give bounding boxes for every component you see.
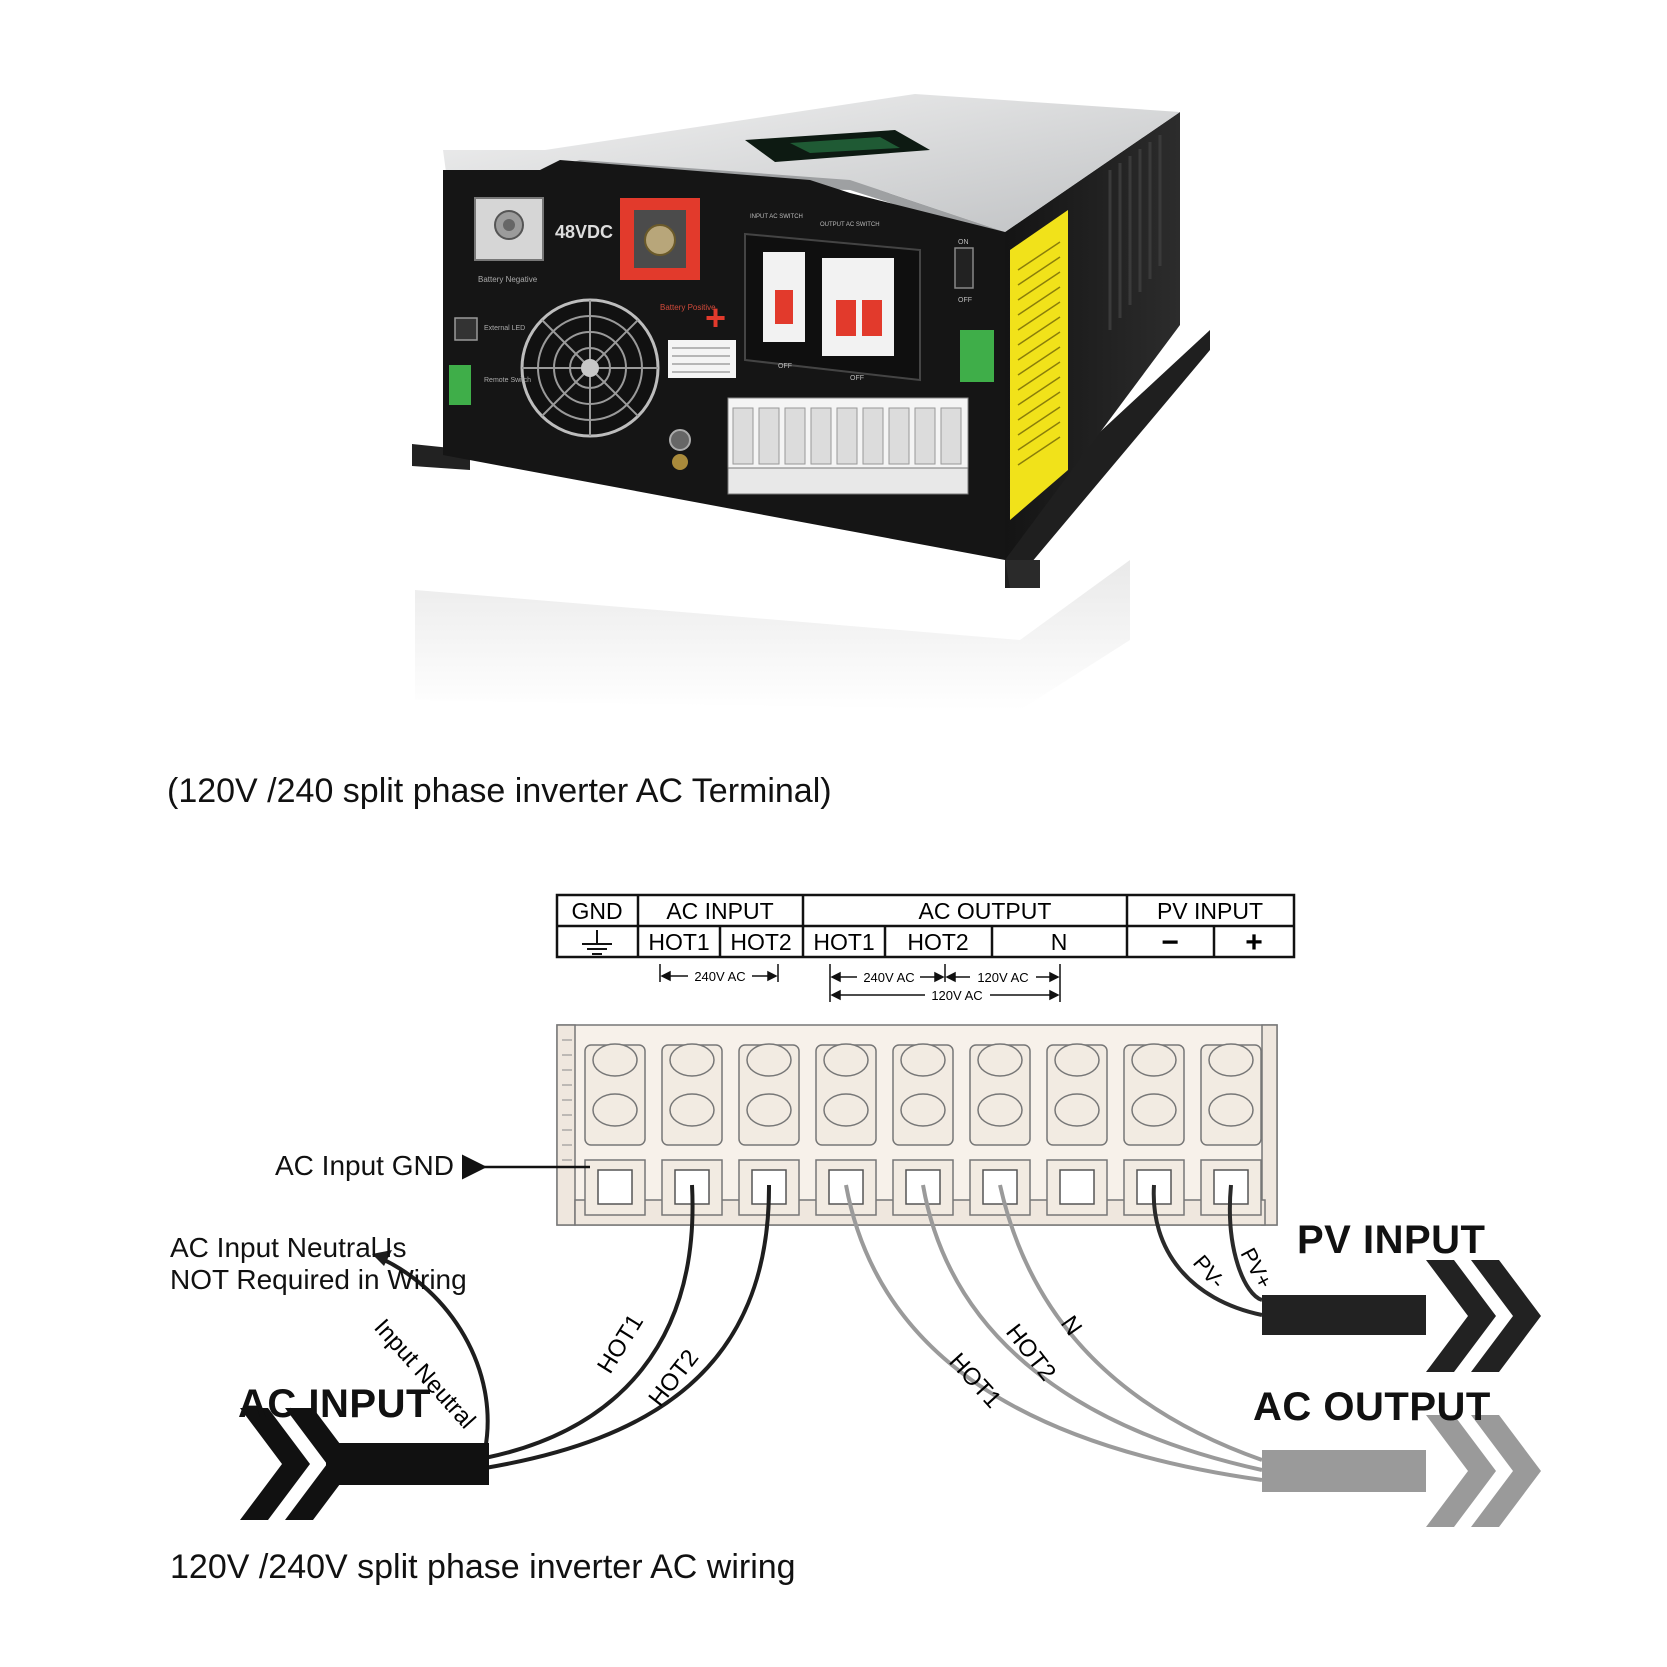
battery-positive-label: Battery Positive	[660, 303, 716, 312]
input-span-label: 240V AC	[694, 969, 745, 984]
bottom-flange	[1005, 560, 1040, 588]
ac-output-hot2-cell: HOT2	[907, 929, 968, 955]
terminal-table: GND AC INPUT AC OUTPUT PV INPUT HOT1 HOT…	[555, 893, 1296, 1003]
warning-label-text	[1017, 241, 1061, 466]
ground-screw	[669, 429, 691, 451]
cooling-fan	[520, 298, 660, 438]
power-off-label: OFF	[958, 297, 972, 304]
wiring-caption: 120V /240V split phase inverter AC wirin…	[170, 1548, 796, 1586]
wire-out-hot1-label: HOT1	[944, 1348, 1007, 1414]
wire-pv-neg-label: PV-	[1188, 1250, 1230, 1293]
pv-positive-cell: +	[1245, 926, 1263, 959]
ac-output-hot1-cell: HOT1	[813, 929, 874, 955]
pv-input-chevron-icon	[1426, 1260, 1541, 1372]
side-vents	[1108, 135, 1162, 330]
output-ac-breaker	[822, 258, 894, 356]
wire-out-n-label: N	[1055, 1311, 1087, 1341]
wire-out-hot2-label: HOT2	[1000, 1319, 1061, 1386]
ac-input-hot1-cell: HOT1	[648, 929, 709, 955]
neutral-note-line1: AC Input Neutral Is	[170, 1232, 407, 1263]
external-led-label: External LED	[484, 325, 525, 332]
warning-label	[1010, 210, 1068, 520]
breaker-off-label-1: OFF	[778, 363, 792, 370]
terminal-screws	[584, 1043, 1262, 1216]
input-neutral-arrowhead	[372, 1250, 392, 1266]
pv-input-label: PV INPUT	[1297, 1218, 1486, 1262]
ground-icon	[582, 930, 612, 955]
pv-wires	[1151, 1184, 1263, 1317]
ac-input-label: AC INPUT	[238, 1382, 431, 1426]
pv-input-cable	[1262, 1295, 1426, 1335]
ac-output-chevron-icon	[1426, 1415, 1541, 1527]
pv-negative-cell: −	[1161, 926, 1179, 959]
floor-reflection	[415, 560, 1130, 710]
neutral-note-line2: NOT Required in Wiring	[170, 1264, 467, 1295]
output-span-240-label: 240V AC	[863, 970, 914, 985]
voltage-label: 48VDC	[555, 222, 613, 242]
wire-in-hot1-label: HOT1	[592, 1310, 649, 1379]
output-span-120-label-a: 120V AC	[977, 970, 1028, 985]
ac-output-n-cell: N	[1051, 929, 1068, 955]
ac-output-wires	[844, 1184, 1263, 1482]
power-on-label: ON	[958, 239, 969, 246]
wire-pv-pos-label: PV+	[1236, 1244, 1278, 1293]
inverter-lid	[443, 94, 1180, 232]
pv-connector-photo	[960, 330, 994, 382]
ac-output-label: AC OUTPUT	[1253, 1385, 1491, 1429]
ac-output-header: AC OUTPUT	[919, 898, 1052, 924]
ac-input-gnd-label: AC Input GND	[275, 1150, 454, 1181]
inverter-photo: 48VDC Battery Negative Battery Positive …	[412, 94, 1210, 710]
terminal-block-ribs	[562, 1039, 572, 1161]
right-mounting-flange	[1005, 330, 1210, 588]
remote-switch-label: Remote Switch	[484, 377, 531, 384]
terminal-caption: (120V /240 split phase inverter AC Termi…	[167, 772, 832, 810]
external-led-port	[454, 317, 478, 341]
output-switch-label: OUTPUT AC SWITCH	[820, 222, 880, 228]
neutral-note: AC Input Neutral Is NOT Required in Wiri…	[170, 1232, 467, 1296]
input-switch-label: INPUT AC SWITCH	[750, 214, 803, 220]
pv-input-header: PV INPUT	[1157, 898, 1263, 924]
power-switch[interactable]	[954, 247, 974, 289]
ac-input-header: AC INPUT	[666, 898, 773, 924]
ac-output-cable	[1262, 1450, 1426, 1492]
positive-sign-icon: +	[705, 297, 726, 338]
wiring-diagram: Input Neutral HOT1 HOT2 HOT1 HOT2 N PV- …	[240, 1024, 1541, 1527]
remote-switch-connector	[449, 365, 471, 405]
breaker-off-label-2: OFF	[850, 375, 864, 382]
output-span-120-label-b: 120V AC	[931, 988, 982, 1003]
ac-input-wires	[379, 1184, 772, 1470]
battery-negative-label: Battery Negative	[478, 275, 538, 284]
ac-input-hot2-cell: HOT2	[730, 929, 791, 955]
gnd-header: GND	[571, 898, 622, 924]
ac-input-chevron-icon	[240, 1408, 355, 1520]
